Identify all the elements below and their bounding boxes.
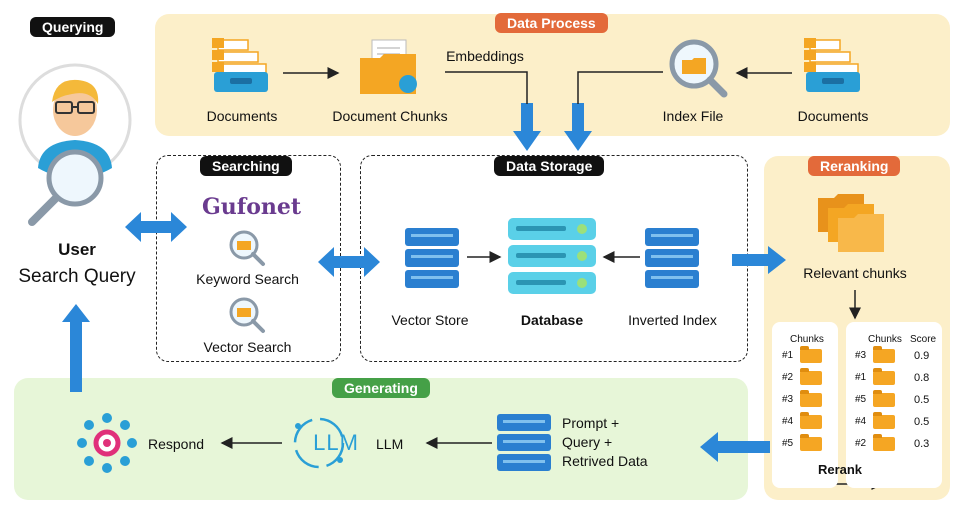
folder-icon [800,390,822,407]
score-header: Score [910,334,937,345]
ranked-row-id: #5 [855,394,867,405]
prompt-line1: Prompt + [562,415,620,431]
arrow-storage-reranking [732,246,786,274]
document-chunks-label: Document Chunks [332,108,448,124]
llm-label: LLM [376,436,404,452]
generating-header: Generating [332,378,430,398]
ranked-row-id: #4 [855,416,867,427]
database-server-icon [645,228,699,288]
documents-left-label: Documents [206,108,278,124]
chunks-header: Chunks [790,334,824,345]
chunks-header-ranked: Chunks [868,334,902,345]
folder-icon [873,412,895,429]
arrow-index-down [564,103,592,151]
relevant-chunks-label: Relevant chunks [803,265,907,281]
generating-panel [14,378,748,500]
data-storage-header: Data Storage [494,156,605,176]
arrow-embeddings-down [513,103,541,151]
arrow-reranking-generating [700,432,770,462]
data-process-header: Data Process [495,13,608,33]
rerank-label: Rerank [817,462,863,477]
prompt-line2: Query + [562,434,613,450]
ranked-row-id: #2 [855,438,867,449]
prompt-line3: Retrived Data [562,453,648,469]
chunk-row-id: #2 [782,372,794,383]
user-avatar-icon [18,63,132,226]
llm-logo-text: LLM [313,430,359,455]
index-file-label: Index File [662,108,724,124]
searching-header: Searching [200,156,292,176]
document-chunks-folder-icon [360,39,417,94]
folder-icon [873,346,895,363]
embeddings-label: Embeddings [446,48,524,64]
folder-icon [800,412,822,429]
arrow-user-searching [125,212,187,242]
chunk-row-id: #1 [782,350,794,361]
documents-right-label: Documents [797,108,869,124]
magnifier-icon [229,230,265,266]
folder-icon [873,368,895,385]
folder-icon [873,390,895,407]
folder-icon [800,346,822,363]
chunk-row-id: #3 [782,394,794,405]
ranked-row-score: 0.3 [914,438,930,450]
arrow-searching-storage [318,247,380,277]
ranked-row-score: 0.8 [914,372,930,384]
respond-label: Respond [148,436,205,452]
llm-icon [293,417,345,469]
vector-search-label: Vector Search [203,339,292,355]
document-drawer-icon [804,38,860,92]
user-subtitle: Search Query [18,266,136,287]
database-label: Database [520,312,584,328]
ranked-row-id: #1 [855,372,867,383]
database-server-icon [405,228,459,288]
user-title: User [58,240,96,259]
ranked-row-score: 0.9 [914,350,930,362]
folder-icon [818,194,884,252]
ranked-row-score: 0.5 [914,416,930,428]
document-drawer-icon [212,38,268,92]
ranked-row-score: 0.5 [914,394,930,406]
reranking-header: Reranking [808,156,901,176]
querying-header: Querying [30,17,116,37]
arrow-up-to-user [62,304,90,392]
target-icon [77,413,137,473]
database-server-icon [497,414,551,471]
folder-icon [800,434,822,451]
keyword-search-label: Keyword Search [196,271,299,287]
magnifier-icon [229,297,265,333]
chunk-row-id: #5 [782,438,794,449]
inverted-index-label: Inverted Index [628,312,717,328]
folder-icon [800,368,822,385]
index-file-magnifier-icon [669,39,728,98]
ranked-row-id: #3 [855,350,867,361]
database-server-icon [508,218,596,294]
vector-store-label: Vector Store [391,312,469,328]
gufonet-logo: Gufonet [202,194,302,220]
chunk-row-id: #4 [782,416,794,427]
folder-icon [873,434,895,451]
